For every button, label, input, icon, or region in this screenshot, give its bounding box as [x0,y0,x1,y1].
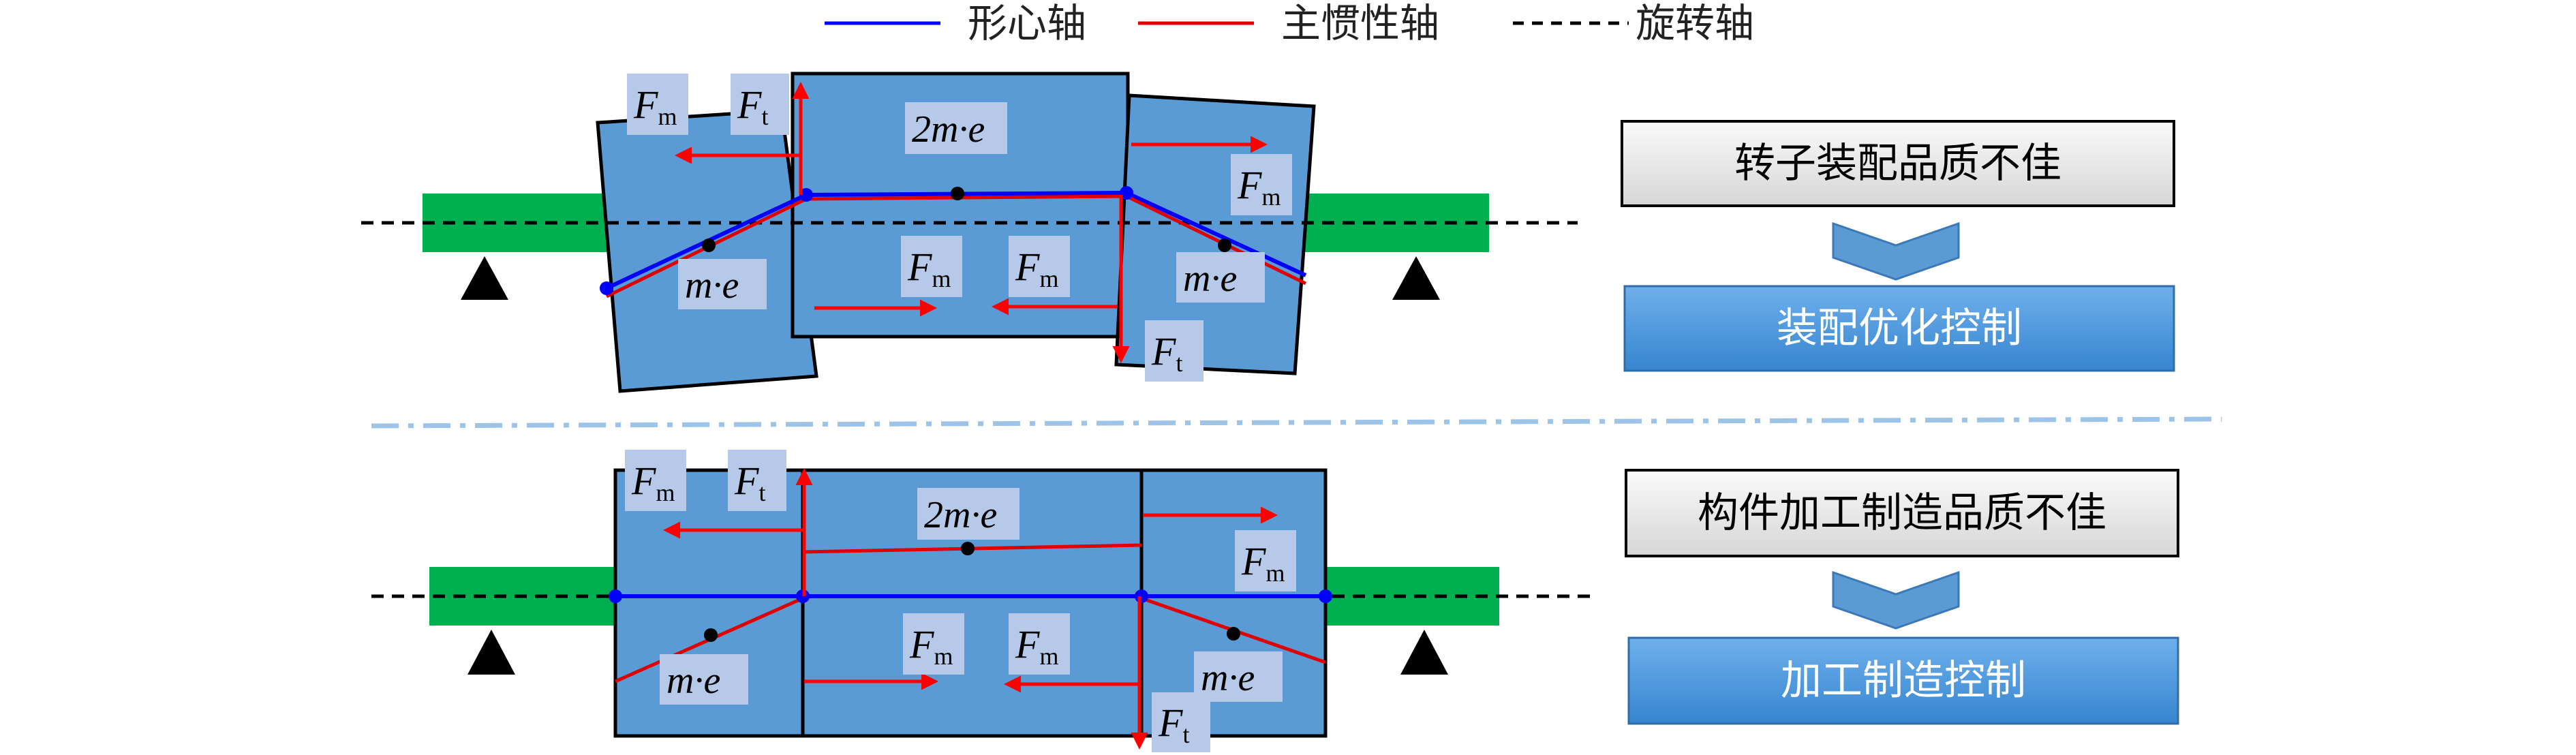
mass-label-center: 2m·e [917,488,1019,540]
svg-text:Ft: Ft [1151,329,1182,377]
top-rotor: Fm Ft 2m·e Fm m·e Fm Fm m·e [361,72,1578,393]
support-triangle-left [467,630,515,675]
force-label-fm: Fm [1009,613,1070,675]
svg-text:Fm: Fm [1241,539,1285,587]
force-label-fm: Fm [627,74,688,135]
svg-text:m·e: m·e [1201,657,1255,699]
svg-text:Fm: Fm [907,245,951,292]
svg-text:Ft: Ft [734,459,765,506]
problem-box [1621,120,2175,207]
svg-text:Fm: Fm [909,622,953,670]
svg-text:2m·e: 2m·e [924,494,997,536]
svg-text:Fm: Fm [631,459,675,506]
mass-point [961,542,975,555]
mass-point [702,238,716,252]
svg-text:2m·e: 2m·e [912,108,985,151]
mass-label-center: 2m·e [905,102,1007,154]
bottom-rotor: Fm Ft 2m·e Fm m·e Fm Fm m·e [371,450,1595,752]
svg-text:m·e: m·e [666,660,720,702]
chevron-down-icon [1832,570,1960,630]
solution-box [1627,636,2179,725]
section-divider [371,416,2222,429]
mass-label-left: m·e [660,654,748,705]
mass-label-right: m·e [1176,252,1265,303]
svg-text:Fm: Fm [1237,163,1281,211]
support-triangle-left [461,256,508,300]
mass-point [704,628,718,642]
svg-text:m·e: m·e [1183,258,1237,300]
mass-point [1227,627,1240,641]
svg-text:Ft: Ft [737,82,768,130]
support-triangle-right [1392,256,1440,300]
problem-box [1625,469,2179,557]
flow-top: 转子装配品质不佳 装配优化控制 [1621,120,2175,372]
force-label-fm: Fm [1009,236,1070,297]
mass-point [1218,238,1231,252]
support-triangle-right [1400,630,1448,675]
force-label-fm: Fm [903,613,964,675]
svg-text:Fm: Fm [633,82,677,130]
centroid-node [609,589,622,603]
svg-text:Fm: Fm [1015,245,1058,292]
legend-centroid-label: 形心轴 [968,0,1086,46]
force-label-fm: Fm [901,236,962,297]
solution-box [1623,285,2175,372]
legend: 形心轴 主惯性轴 旋转轴 [825,0,1754,46]
legend-rotation-label: 旋转轴 [1636,0,1754,46]
problem-text: 构件加工制造品质不佳 [1698,489,2106,537]
force-label-fm: Fm [625,450,686,511]
flow-bottom: 构件加工制造品质不佳 加工制造控制 [1625,469,2179,725]
legend-principal-label: 主惯性轴 [1281,0,1439,46]
mass-point [951,187,964,200]
force-label-fm: Fm [1235,530,1296,591]
problem-text: 转子装配品质不佳 [1734,140,2061,187]
centroid-node [1319,589,1332,603]
force-label-fm: Fm [1231,154,1292,215]
svg-text:m·e: m·e [685,264,739,307]
centroid-node [799,188,813,202]
force-label-ft: Ft [1152,692,1210,752]
svg-text:Ft: Ft [1158,700,1189,748]
centroid-node [600,281,613,295]
force-label-ft: Ft [1145,320,1203,382]
mass-label-left: m·e [678,259,767,309]
force-label-ft: Ft [728,450,786,511]
centroid-node [1135,589,1148,603]
centroid-node [1120,186,1133,200]
solution-text: 装配优化控制 [1777,305,2022,352]
svg-text:Fm: Fm [1015,622,1058,670]
force-label-ft: Ft [731,74,789,135]
solution-text: 加工制造控制 [1781,657,2026,705]
chevron-down-icon [1832,221,1960,281]
